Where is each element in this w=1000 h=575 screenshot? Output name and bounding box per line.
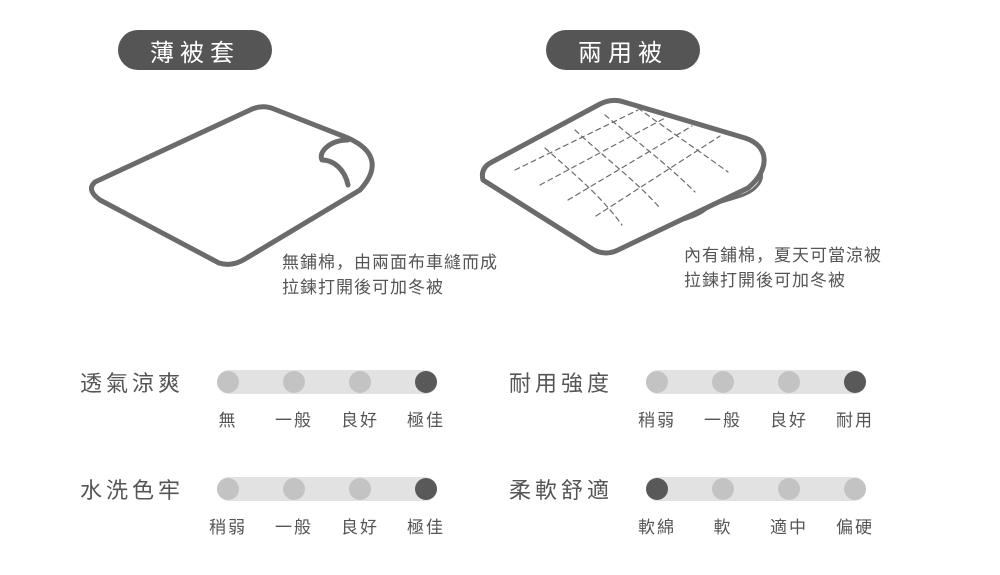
metric-track [217, 477, 437, 501]
level-dot [778, 478, 800, 500]
metric-label: 耐用強度 [509, 372, 614, 397]
level-dot [217, 371, 239, 393]
level-label: 軟綿 [638, 518, 676, 538]
level-dot [712, 371, 734, 393]
dual-use-quilt-caption: 內有鋪棉，夏天可當涼被 拉鍊打開後可加冬被 [684, 244, 882, 294]
level-dot-selected [844, 371, 866, 393]
level-dot [844, 478, 866, 500]
level-label: 極佳 [407, 411, 445, 431]
dual-use-quilt-illustration [479, 97, 767, 256]
level-label: 無 [218, 411, 238, 431]
dual-use-quilt-title: 兩用被 [546, 30, 700, 70]
level-dot [217, 478, 239, 500]
thin-cover-illustration [89, 104, 375, 267]
level-label: 適中 [770, 518, 808, 538]
level-label: 稍弱 [638, 411, 676, 431]
caption-line: 無鋪棉，由兩面布車縫而成 [282, 253, 498, 273]
level-dot [712, 478, 734, 500]
level-label: 良好 [341, 518, 379, 538]
level-dot [349, 478, 371, 500]
metric-track [646, 370, 866, 394]
product-illustrations [89, 97, 767, 267]
level-dot-selected [415, 478, 437, 500]
metric-softness: 柔軟舒適 軟綿 軟 適中 偏硬 [509, 473, 949, 553]
level-dot-selected [646, 478, 668, 500]
thin-cover-caption: 無鋪棉，由兩面布車縫而成 拉鍊打開後可加冬被 [282, 251, 498, 301]
metric-durability: 耐用強度 稍弱 一般 良好 耐用 [509, 366, 949, 446]
metric-colorfastness: 水洗色牢 稍弱 一般 良好 極佳 [80, 473, 520, 553]
level-label: 良好 [341, 411, 379, 431]
metric-track [646, 477, 866, 501]
level-dot [646, 371, 668, 393]
metric-label: 水洗色牢 [80, 479, 185, 504]
thin-cover-title: 薄被套 [118, 30, 272, 70]
level-dot [349, 371, 371, 393]
level-label: 一般 [275, 518, 313, 538]
level-dot [283, 371, 305, 393]
metric-label: 柔軟舒適 [509, 479, 614, 504]
metric-label: 透氣涼爽 [80, 372, 185, 397]
caption-line: 內有鋪棉，夏天可當涼被 [684, 246, 882, 266]
level-label: 極佳 [407, 518, 445, 538]
level-label: 一般 [704, 411, 742, 431]
caption-line: 拉鍊打開後可加冬被 [282, 278, 444, 298]
caption-line: 拉鍊打開後可加冬被 [684, 271, 846, 291]
level-label: 軟 [713, 518, 733, 538]
metric-breathability: 透氣涼爽 無 一般 良好 極佳 [80, 366, 520, 446]
level-label: 良好 [770, 411, 808, 431]
level-label: 稍弱 [209, 518, 247, 538]
level-dot [778, 371, 800, 393]
level-dot [283, 478, 305, 500]
level-label: 耐用 [836, 411, 874, 431]
level-label: 一般 [275, 411, 313, 431]
metric-track [217, 370, 437, 394]
level-dot-selected [415, 371, 437, 393]
level-label: 偏硬 [836, 518, 874, 538]
